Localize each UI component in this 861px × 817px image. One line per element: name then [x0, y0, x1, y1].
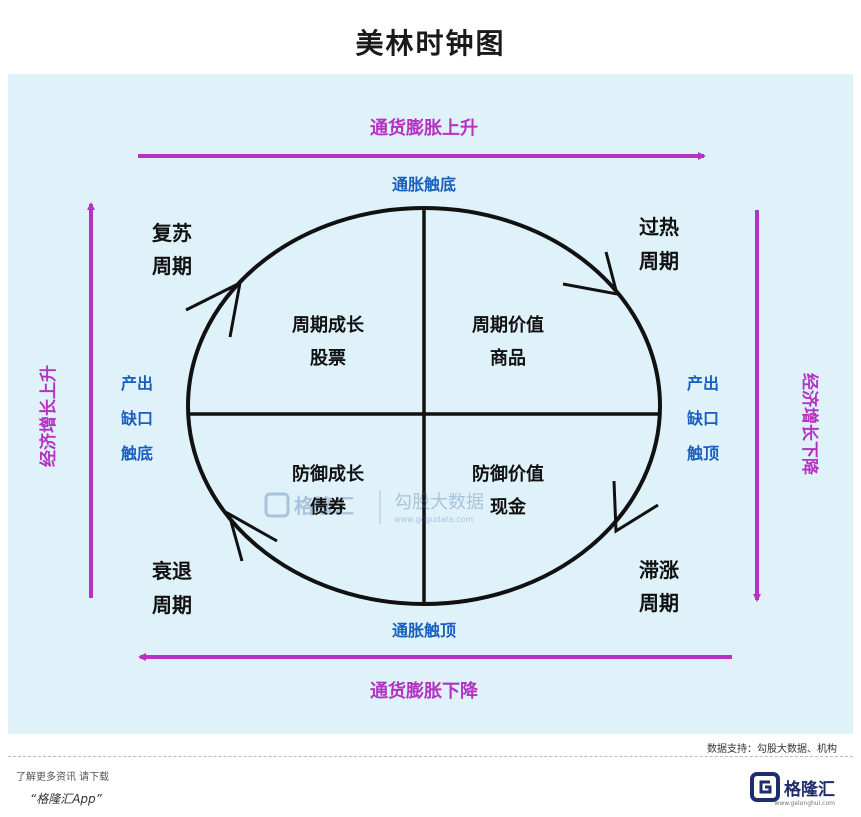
- output-gap-top-line: 产出: [687, 374, 719, 393]
- growth-rising-label: 经济增长上升: [38, 365, 59, 467]
- cycle-arrowhead-bottom-left: [226, 510, 278, 562]
- quadrant-bottom-left-line: 防御成长: [292, 463, 365, 485]
- data-source-note: 数据支持：勾股大数据、机构: [707, 744, 837, 755]
- download-prompt: 了解更多资讯 请下载: [16, 772, 110, 783]
- watermark-brand: 格隆汇: [294, 494, 354, 518]
- quadrant-bottom-right-line: 现金: [490, 496, 527, 518]
- phase-overheat-line: 周期: [639, 249, 679, 273]
- quadrant-top-right-line: 商品: [490, 347, 526, 369]
- page-title: 美林时钟图: [355, 27, 506, 60]
- phase-recession-line: 周期: [152, 593, 192, 617]
- cycle-arrowhead-top-left: [185, 280, 243, 338]
- g-logo-icon: [750, 772, 780, 802]
- phase-recession-line: 衰退: [151, 559, 192, 583]
- output-gap-bottom-line: 触底: [120, 444, 153, 463]
- growth-falling-label: 经济增长下降: [799, 373, 820, 476]
- brand-name: 格隆汇: [784, 779, 835, 800]
- inflation-top-label: 通胀触顶: [392, 621, 456, 640]
- inflation-falling-label: 通货膨胀下降: [370, 680, 479, 702]
- output-gap-top-line: 缺口: [687, 409, 719, 428]
- diagram-panel: [8, 74, 853, 734]
- output-gap-bottom-line: 缺口: [121, 409, 153, 428]
- inflation-rising-label: 通货膨胀上升: [370, 117, 478, 139]
- inflation-bottom-label: 通胀触底: [392, 175, 456, 194]
- cycle-arrowhead-top-right: [562, 251, 620, 296]
- output-gap-top-line: 触顶: [686, 444, 719, 463]
- quadrant-bottom-right-line: 防御价值: [472, 463, 544, 485]
- cycle-arrowhead-bottom-right: [612, 480, 659, 534]
- watermark-logo-icon: [264, 492, 290, 518]
- quadrant-top-right-line: 周期价值: [472, 314, 544, 336]
- output-gap-bottom-line: 产出: [121, 374, 153, 393]
- app-name: “格隆汇App”: [30, 792, 102, 806]
- phase-stagflation-line: 滞涨: [639, 558, 679, 582]
- footer-divider: [8, 756, 853, 757]
- phase-recovery-line: 复苏: [151, 221, 192, 245]
- watermark: 格隆汇 勾股大数据 www.gogudata.com: [264, 490, 484, 524]
- brand-url: www.gelonghui.com: [774, 800, 835, 807]
- phase-recovery-line: 周期: [152, 254, 192, 278]
- phase-stagflation-line: 周期: [639, 591, 679, 615]
- quadrant-top-left-line: 股票: [309, 348, 346, 369]
- watermark-text: 勾股大数据: [394, 492, 484, 513]
- quadrant-bottom-left-line: 债券: [310, 496, 347, 518]
- watermark-url: www.gogudata.com: [394, 515, 473, 524]
- brand-logo: 格隆汇: [750, 772, 835, 802]
- phase-overheat-line: 过热: [639, 215, 679, 239]
- quadrant-top-left-line: 周期成长: [292, 314, 365, 336]
